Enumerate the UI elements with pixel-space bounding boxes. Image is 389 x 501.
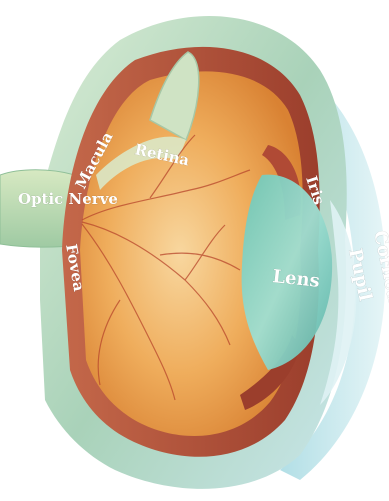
- label-optic-nerve: Optic Nerve: [18, 190, 118, 208]
